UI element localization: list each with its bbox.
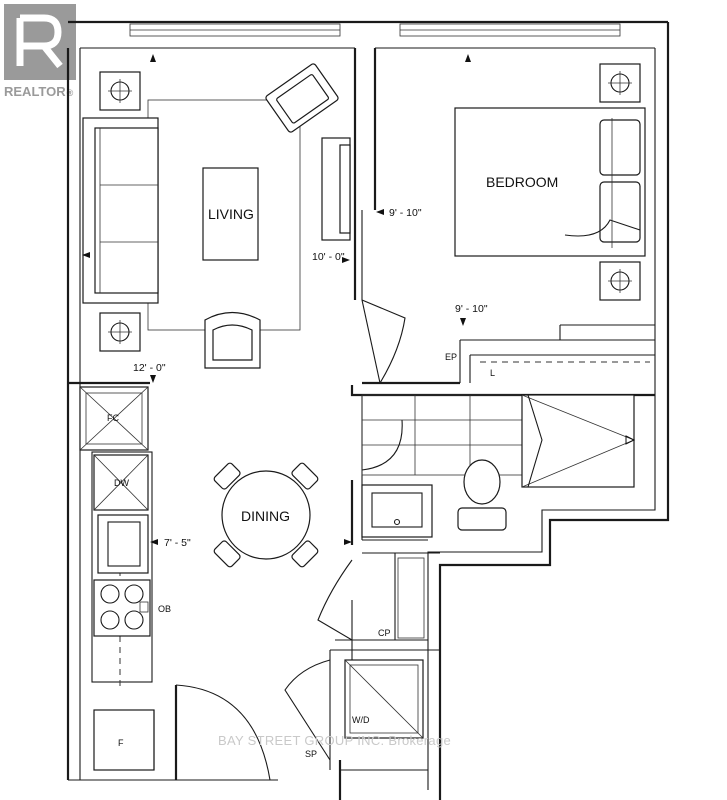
fridge-unit bbox=[93, 709, 155, 771]
dimension-dining-width: 7' - 5" bbox=[164, 537, 191, 549]
dining-table bbox=[213, 462, 319, 568]
realtor-logo-text: REALTOR bbox=[4, 84, 66, 99]
dimension-living-depth: 10' - 0" bbox=[312, 251, 345, 263]
kitchen bbox=[79, 386, 155, 771]
armchair-icon bbox=[204, 311, 261, 369]
ceiling-light-icon bbox=[99, 312, 141, 352]
ceiling-light-icon bbox=[599, 261, 641, 301]
room-label-living: LIVING bbox=[208, 206, 254, 222]
dimension-bedroom-depth: 9' - 10" bbox=[455, 303, 488, 315]
ceiling-light-icon bbox=[599, 63, 641, 103]
label-ep: EP bbox=[445, 352, 457, 362]
label-wd: W/D bbox=[352, 715, 370, 725]
label-ob: OB bbox=[158, 604, 171, 614]
fc-unit bbox=[79, 386, 149, 451]
washer-dryer bbox=[344, 659, 424, 739]
bathtub bbox=[521, 394, 636, 488]
dimension-bedroom-width: 9' - 10" bbox=[389, 207, 422, 219]
label-cp: CP bbox=[378, 628, 391, 638]
toilet-icon bbox=[457, 459, 507, 531]
svg-text:REALTOR®: REALTOR® bbox=[4, 84, 74, 99]
ceiling-light-icon bbox=[99, 71, 141, 111]
watermark: BAY STREET GROUP INC. Brokerage bbox=[218, 733, 451, 748]
label-fc: FC bbox=[107, 413, 119, 423]
sofa-icon bbox=[82, 117, 159, 304]
coffee-table bbox=[202, 167, 259, 261]
dw-unit bbox=[93, 454, 149, 511]
room-label-dining: DINING bbox=[241, 508, 290, 524]
label-dw: DW bbox=[114, 478, 129, 488]
door-swing-icon bbox=[317, 559, 353, 641]
label-sp: SP bbox=[305, 749, 317, 759]
window-icon bbox=[129, 23, 621, 37]
realtor-logo: REALTOR® bbox=[4, 4, 76, 99]
label-f: F bbox=[118, 738, 124, 748]
bedroom bbox=[454, 63, 646, 301]
dimension-living-width: 12' - 0" bbox=[133, 362, 166, 374]
label-l: L bbox=[490, 368, 495, 378]
interior-walls bbox=[68, 48, 655, 770]
realtor-logo-mark: ® bbox=[67, 88, 74, 98]
outer-walls bbox=[66, 20, 670, 800]
sink-icon bbox=[97, 514, 149, 574]
door-swing-icon bbox=[361, 299, 406, 384]
bathroom bbox=[361, 394, 636, 538]
room-label-bedroom: BEDROOM bbox=[486, 174, 558, 190]
door-swing-icon bbox=[284, 659, 331, 761]
living-room bbox=[82, 63, 406, 384]
sink-icon bbox=[361, 484, 433, 538]
armchair-icon bbox=[265, 63, 339, 133]
stove-icon bbox=[93, 579, 151, 637]
tv-unit bbox=[321, 137, 351, 241]
bed-icon bbox=[454, 107, 646, 257]
door-swing-icon bbox=[174, 684, 271, 781]
